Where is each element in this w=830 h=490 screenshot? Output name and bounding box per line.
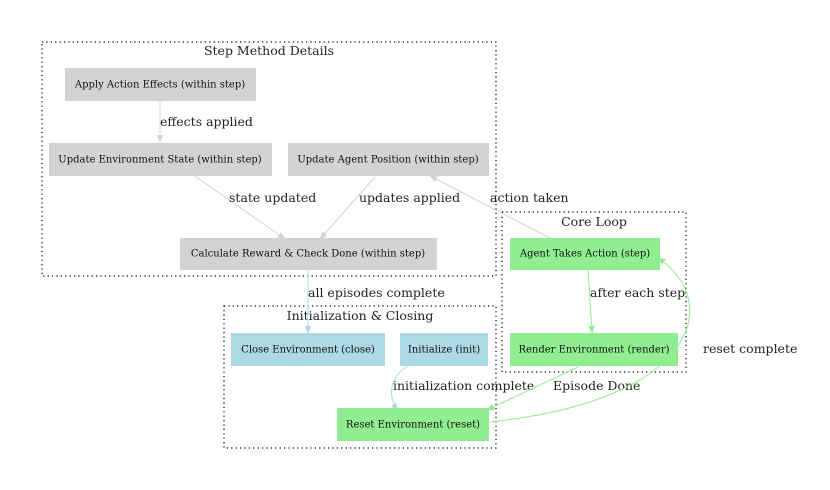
node-update-agent-position-label: Update Agent Position (within step) bbox=[297, 155, 478, 166]
cluster-core-loop-label: Core Loop bbox=[561, 214, 627, 229]
edge-after-each-step: after each step bbox=[587, 269, 685, 334]
edge-label-all-episodes-complete: all episodes complete bbox=[308, 285, 445, 300]
edge-label-after-each-step: after each step bbox=[590, 285, 685, 300]
edge-label-reset-complete: reset complete bbox=[703, 341, 797, 356]
node-update-environment-state: Update Environment State (within step) bbox=[49, 143, 272, 176]
cluster-step-method: Step Method Details bbox=[41, 41, 497, 277]
cluster-init-closing: Initialization & Closing bbox=[223, 305, 497, 449]
edge-label-updates-applied: updates applied bbox=[359, 190, 460, 205]
edge-label-initialization-complete: initialization complete bbox=[393, 378, 534, 393]
edge-label-state-updated: state updated bbox=[229, 190, 316, 205]
node-reset-environment: Reset Environment (reset) bbox=[337, 408, 489, 441]
edge-action-taken: action taken bbox=[429, 175, 569, 240]
edge-episode-done: Episode Done bbox=[486, 366, 640, 411]
node-update-agent-position: Update Agent Position (within step) bbox=[288, 143, 489, 176]
node-close-environment-label: Close Environment (close) bbox=[241, 345, 375, 356]
edge-label-effects-applied: effects applied bbox=[160, 114, 253, 129]
node-update-environment-state-label: Update Environment State (within step) bbox=[58, 155, 262, 166]
node-reset-environment-label: Reset Environment (reset) bbox=[346, 420, 480, 431]
node-render-environment: Render Environment (render) bbox=[510, 333, 678, 366]
edge-effects-applied: effects applied bbox=[156, 101, 253, 143]
edge-initialization-complete: initialization complete bbox=[390, 365, 534, 411]
node-close-environment: Close Environment (close) bbox=[231, 333, 385, 366]
node-agent-takes-action: Agent Takes Action (step) bbox=[510, 238, 660, 270]
edge-label-episode-done: Episode Done bbox=[553, 378, 640, 393]
node-calculate-reward: Calculate Reward & Check Done (within st… bbox=[180, 238, 437, 270]
cluster-step-method-label: Step Method Details bbox=[204, 43, 334, 58]
edge-label-action-taken: action taken bbox=[490, 190, 569, 205]
edge-updates-applied: updates applied bbox=[319, 176, 460, 240]
edge-all-episodes-complete: all episodes complete bbox=[304, 270, 445, 334]
node-apply-action-effects-label: Apply Action Effects (within step) bbox=[74, 80, 245, 91]
node-initialize: Initialize (init) bbox=[400, 333, 488, 366]
node-calculate-reward-label: Calculate Reward & Check Done (within st… bbox=[191, 249, 425, 260]
node-apply-action-effects: Apply Action Effects (within step) bbox=[65, 68, 256, 101]
node-agent-takes-action-label: Agent Takes Action (step) bbox=[519, 249, 650, 260]
node-render-environment-label: Render Environment (render) bbox=[518, 345, 669, 356]
node-initialize-label: Initialize (init) bbox=[408, 345, 480, 356]
edge-state-updated: state updated bbox=[194, 175, 316, 240]
cluster-init-closing-label: Initialization & Closing bbox=[287, 308, 434, 323]
